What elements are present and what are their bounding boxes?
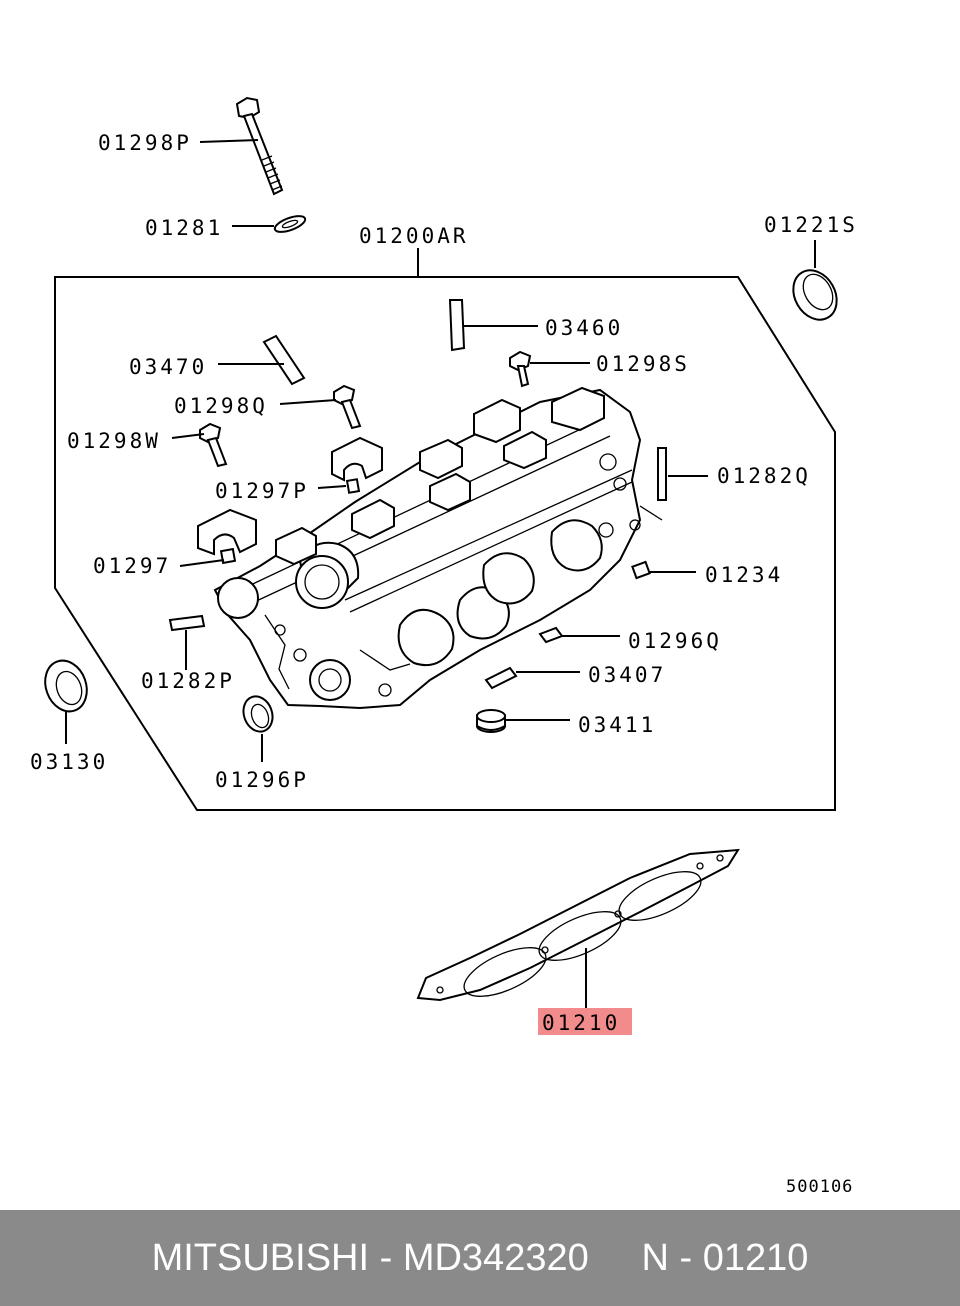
seal-01221S xyxy=(792,269,838,321)
label-01282Q: 01282Q xyxy=(717,464,811,488)
label-01298S: 01298S xyxy=(596,352,690,376)
label-01282P: 01282P xyxy=(141,669,235,693)
assembly-frame xyxy=(54,276,836,811)
label-01296Q: 01296Q xyxy=(628,629,722,653)
ring-03411 xyxy=(476,709,506,733)
bolt-01298P xyxy=(235,96,284,196)
label-01234: 01234 xyxy=(705,563,783,587)
stud-01282P xyxy=(168,614,206,632)
label-01221S: 01221S xyxy=(764,213,858,237)
seal-03130 xyxy=(44,659,88,713)
seal-03407 xyxy=(484,666,518,690)
cylinder-head xyxy=(213,386,642,710)
label-01298P: 01298P xyxy=(98,131,192,155)
head-gasket-01210 xyxy=(416,848,740,1002)
label-01297: 01297 xyxy=(93,554,171,578)
washer-01281 xyxy=(273,215,307,233)
plug-01234 xyxy=(631,560,651,580)
stud-01282Q xyxy=(657,447,667,501)
bolt-01298W xyxy=(199,422,228,468)
label-01200AR: 01200AR xyxy=(359,224,469,248)
ring-01296P xyxy=(242,695,274,733)
bolt-01298S xyxy=(509,350,532,388)
footer-title: MITSUBISHI - MD342320 N - 01210 xyxy=(151,1237,809,1279)
bearing-cap-upper xyxy=(331,436,383,482)
label-01298Q: 01298Q xyxy=(174,394,268,418)
label-01281: 01281 xyxy=(145,216,223,240)
sleeve-03470 xyxy=(262,334,306,386)
label-01297P: 01297P xyxy=(215,479,309,503)
highlight-box xyxy=(538,1008,632,1035)
dowel-01297P xyxy=(345,478,361,494)
parts-diagram: 01298P 01281 01200AR 01221S 03460 03470 … xyxy=(30,96,858,1197)
label-01210: 01210 xyxy=(542,1011,620,1035)
footer-bar: MITSUBISHI - MD342320 N - 01210 xyxy=(0,1210,960,1306)
label-03460: 03460 xyxy=(545,316,623,340)
reference-code: 500106 xyxy=(786,1177,853,1197)
label-03130: 03130 xyxy=(30,750,108,774)
label-01298W: 01298W xyxy=(67,429,161,453)
label-03411: 03411 xyxy=(578,713,656,737)
label-01296P: 01296P xyxy=(215,768,309,792)
label-03407: 03407 xyxy=(588,663,666,687)
dowel-01296Q xyxy=(538,626,564,644)
bolt-01298Q xyxy=(333,384,362,430)
guide-03460 xyxy=(448,299,466,352)
label-03470: 03470 xyxy=(129,355,207,379)
bearing-cap-01297 xyxy=(197,508,257,556)
